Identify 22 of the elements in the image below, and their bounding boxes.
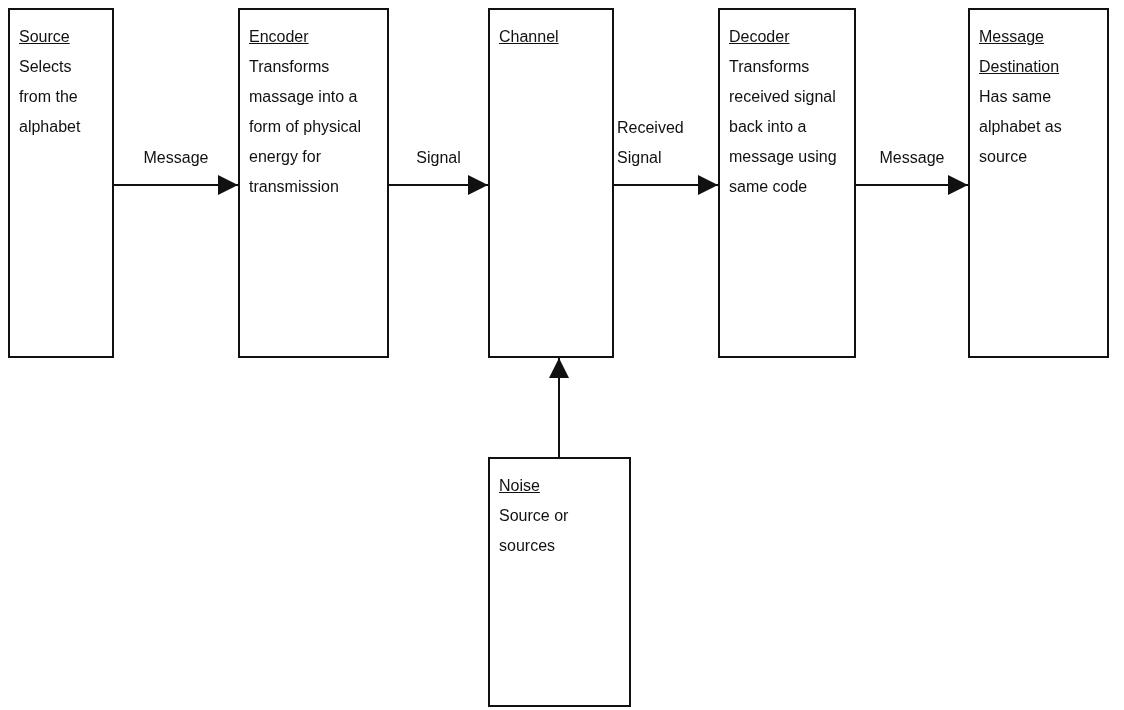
process-box xyxy=(718,8,856,358)
arrow xyxy=(388,175,489,195)
arrow xyxy=(113,175,239,195)
box-description: Selects from the alphabet xyxy=(19,57,82,137)
arrow xyxy=(549,357,569,458)
box-heading: Decoder xyxy=(729,27,790,47)
process-box xyxy=(968,8,1109,358)
box-heading: Message Destination xyxy=(979,27,1061,77)
box-heading: Noise xyxy=(499,476,540,496)
arrow xyxy=(855,175,969,195)
process-box xyxy=(488,8,614,358)
box-description: Source or sources xyxy=(499,506,570,556)
arrow xyxy=(613,175,719,195)
box-heading: Encoder xyxy=(249,27,309,47)
box-description: Has same alphabet as source xyxy=(979,87,1063,167)
process-box xyxy=(8,8,114,358)
process-box xyxy=(238,8,389,358)
box-heading: Source xyxy=(19,27,70,47)
process-box xyxy=(488,457,631,707)
box-heading: Channel xyxy=(499,27,559,47)
box-description: Transforms massage into a form of physical energy for transmission xyxy=(249,57,363,197)
box-description: Transforms received signal back into a message using same code xyxy=(729,57,838,197)
